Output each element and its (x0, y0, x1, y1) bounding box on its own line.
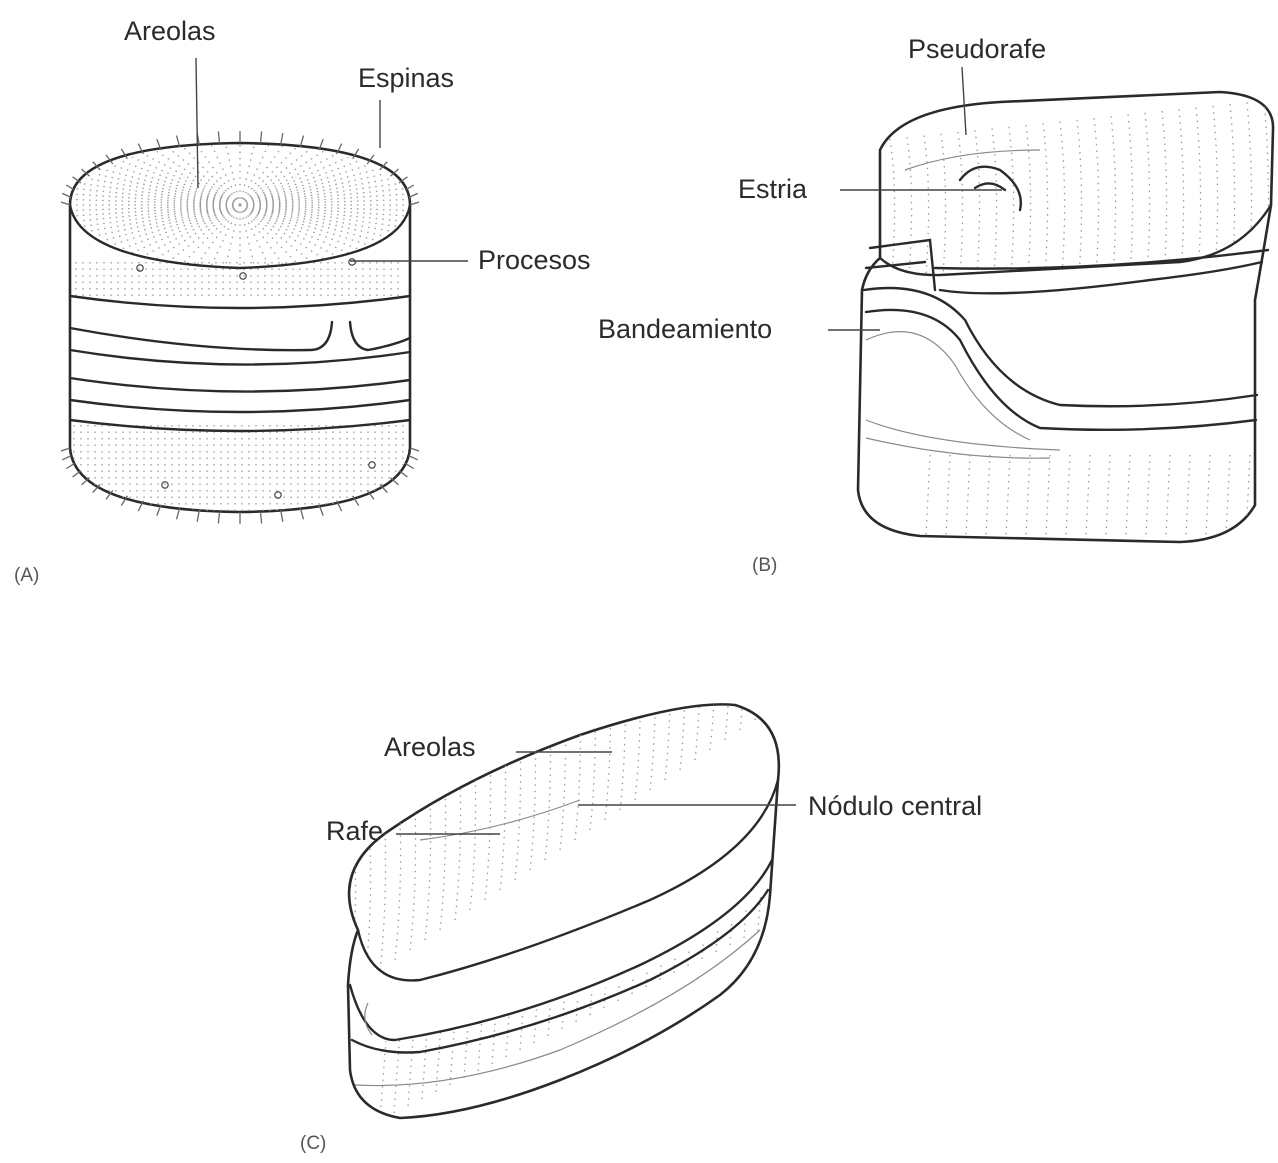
label-a-espinas: Espinas (358, 63, 454, 93)
panel-a-frustule (61, 131, 419, 524)
spine (405, 463, 414, 468)
spine (281, 510, 283, 522)
panel-label-c: (C) (300, 1133, 326, 1154)
spine (281, 133, 283, 145)
panel-label-b: (B) (752, 555, 777, 576)
label-c-areolas: Areolas (384, 732, 476, 762)
panel-b-frustule (858, 92, 1273, 542)
spine (410, 202, 419, 205)
spine (197, 510, 199, 522)
spine (261, 132, 262, 144)
label-b-bandeamiento: Bandeamiento (598, 314, 772, 344)
panel-c-body (348, 704, 779, 1118)
spine (66, 463, 75, 468)
spine (410, 448, 419, 451)
panel-label-a: (A) (14, 565, 39, 586)
label-c-nodulo-central: Nódulo central (808, 791, 982, 821)
label-a-areolas: Areolas (124, 16, 216, 46)
spine (62, 456, 71, 460)
spine (409, 456, 418, 460)
label-b-estria: Estria (738, 174, 808, 204)
spine (61, 202, 70, 205)
spine (261, 512, 262, 524)
label-b-pseudorafe: Pseudorafe (908, 34, 1046, 64)
panel-c-frustule (348, 452, 791, 1120)
spine (218, 512, 219, 524)
spine (61, 448, 70, 451)
panel-b-body (858, 92, 1273, 542)
spine (218, 132, 219, 144)
label-c-rafe: Rafe (326, 816, 383, 846)
label-a-procesos: Procesos (478, 245, 591, 275)
